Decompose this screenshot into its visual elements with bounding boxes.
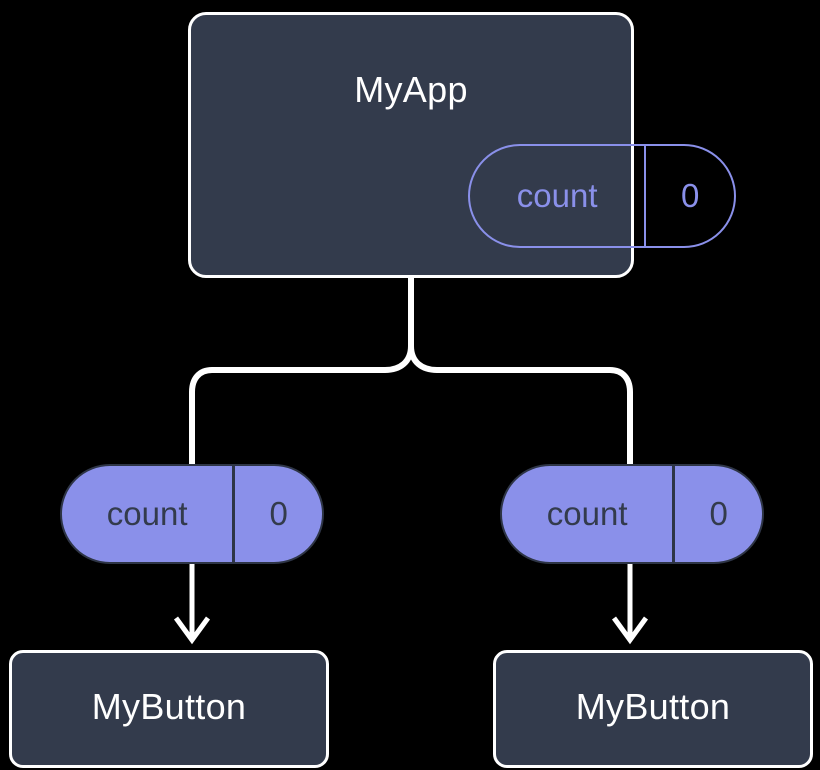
- prop-pill-right-count[interactable]: count 0: [500, 464, 764, 564]
- root-component-myapp[interactable]: MyApp count 0: [188, 12, 736, 278]
- prop-pill-left-count[interactable]: count 0: [60, 464, 324, 564]
- prop-right-key: count: [546, 495, 628, 532]
- root-state-value: 0: [644, 146, 734, 246]
- prop-left-key: count: [106, 495, 188, 532]
- child-component-mybutton-right[interactable]: MyButton: [493, 650, 813, 768]
- child-component-mybutton-left[interactable]: MyButton: [9, 650, 329, 768]
- prop-right-value: 0: [672, 466, 762, 562]
- root-state-pill-count[interactable]: count 0: [468, 144, 736, 248]
- child-component-left-title: MyButton: [91, 686, 247, 727]
- prop-left-value: 0: [232, 466, 322, 562]
- root-state-key: count: [516, 177, 598, 214]
- root-component-title: MyApp: [354, 69, 468, 110]
- arrow-head-right-icon: [611, 616, 649, 645]
- child-component-right-title: MyButton: [575, 686, 731, 727]
- wire-branch-right: [408, 345, 633, 464]
- arrow-head-left-icon: [173, 616, 211, 645]
- wire-branch-left: [189, 345, 414, 464]
